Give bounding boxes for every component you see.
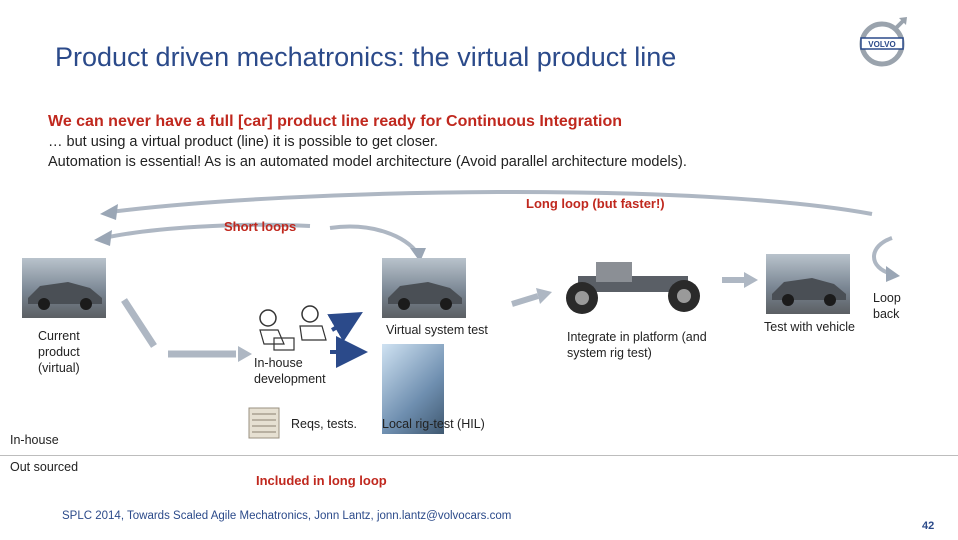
loop-back-label: Loop back (873, 290, 911, 322)
inhouse-label: In-house (10, 432, 59, 448)
short-loops-label: Short loops (224, 219, 296, 234)
document-stack-icon (246, 404, 282, 442)
short-loop-arc-right (330, 227, 418, 254)
developer-sketch-image (250, 300, 334, 354)
car-photo-current (22, 258, 106, 318)
long-loop-arrowhead (100, 204, 118, 220)
chassis-platform-image (558, 246, 710, 322)
footer-citation: SPLC 2014, Towards Scaled Agile Mechatro… (62, 510, 511, 522)
arrow-to-integrate-head (536, 288, 552, 304)
test-with-vehicle-label: Test with vehicle (764, 319, 855, 335)
long-loop-label: Long loop (but faster!) (526, 196, 665, 211)
arrow-to-vehicle-head (744, 272, 758, 288)
car-photo-virtual (382, 258, 466, 318)
current-product-label: Current product (virtual) (38, 328, 98, 376)
inhouse-outsourced-divider (0, 455, 958, 456)
arrow-to-integrate (512, 296, 538, 304)
inhouse-development-label: In-house development (254, 355, 350, 387)
loop-back-arrowhead (886, 266, 900, 282)
virtual-system-test-label: Virtual system test (386, 322, 488, 338)
outsourced-label: Out sourced (10, 459, 78, 475)
local-rig-test-label: Local rig-test (HIL) (382, 416, 485, 432)
included-long-loop-label: Included in long loop (256, 473, 387, 488)
integrate-platform-label: Integrate in platform (and system rig te… (567, 329, 707, 361)
long-loop-arc (110, 192, 872, 214)
page-number: 42 (922, 520, 934, 532)
reqs-tests-label: Reqs, tests. (291, 416, 357, 432)
arrow-to-virtual-test (332, 316, 356, 330)
car-photo-test-vehicle (766, 254, 850, 314)
arrow-current-to-dev (124, 300, 154, 346)
short-loop-left-arrowhead (94, 230, 112, 246)
